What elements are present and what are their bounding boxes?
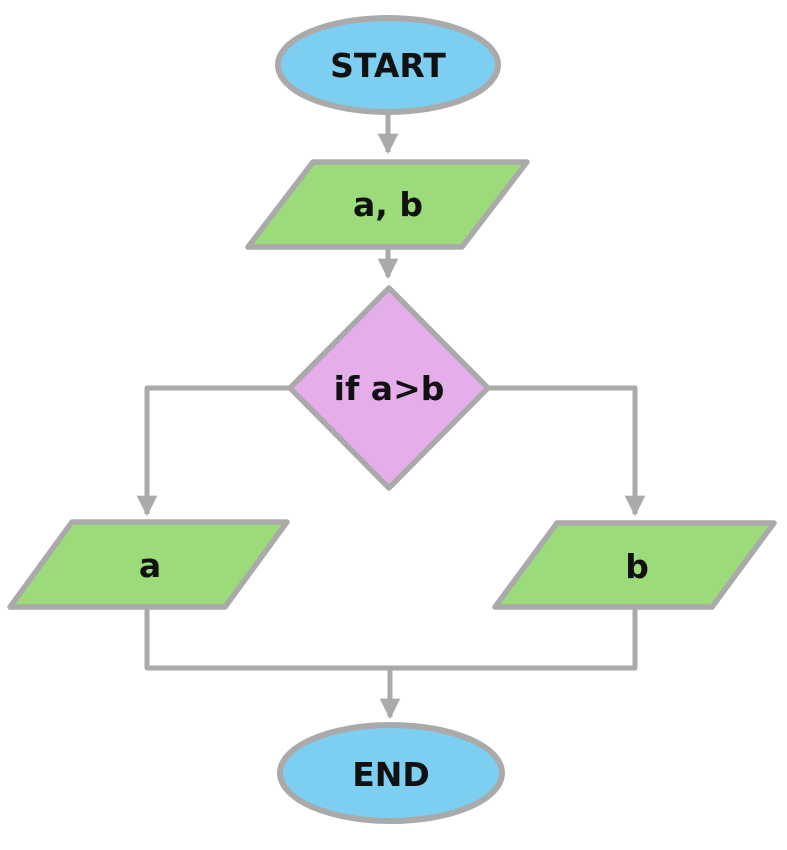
- node-output-a: a: [7, 519, 290, 610]
- node-input-ab-label: a, b: [353, 185, 423, 224]
- node-end-label: END: [352, 755, 430, 794]
- edge-outputs-merge: [144, 607, 638, 671]
- node-input-ab: a, b: [245, 159, 530, 250]
- decision-diamond-shape: [287, 285, 491, 491]
- output-b-parallelogram-shape: [492, 520, 777, 610]
- node-decision-label: if a>b: [334, 369, 445, 408]
- input-ab-parallelogram-shape: [245, 159, 530, 250]
- end-terminator-shape: [277, 722, 505, 824]
- node-output-a-label: a: [139, 546, 161, 585]
- node-output-b-label: b: [625, 547, 649, 586]
- node-output-b: b: [492, 520, 777, 610]
- start-terminator-shape: [275, 15, 501, 115]
- output-a-parallelogram-shape: [7, 519, 290, 610]
- edge-decision-to-output-b: [487, 385, 646, 517]
- node-decision: if a>b: [287, 285, 491, 491]
- node-end: END: [277, 722, 505, 824]
- node-start: START: [275, 15, 501, 115]
- edge-decision-to-output-a: [136, 385, 290, 517]
- node-start-label: START: [330, 46, 446, 85]
